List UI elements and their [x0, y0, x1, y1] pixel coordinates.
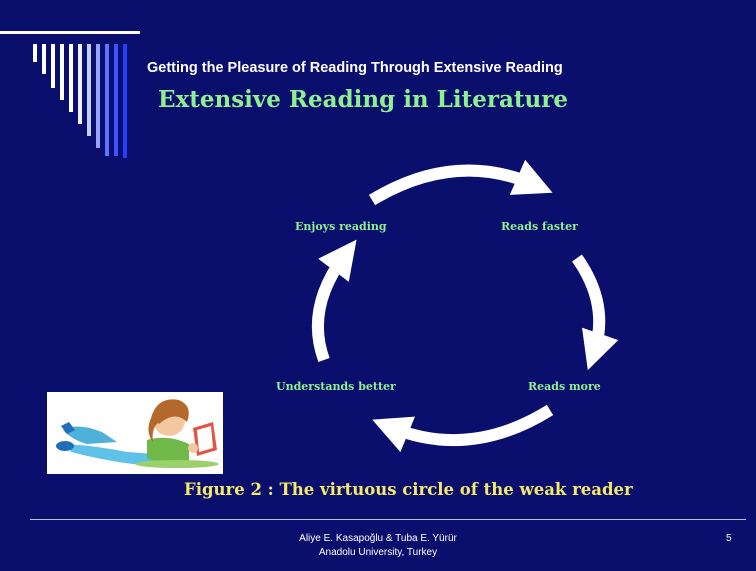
slide-title: Extensive Reading in Literature [158, 86, 568, 113]
arrow-faster-to-more [572, 254, 619, 371]
reading-girl-illustration [47, 392, 223, 474]
footer-divider [30, 519, 746, 520]
cycle-node-reads-more: Reads more [528, 380, 601, 393]
arrow-more-to-understands [372, 404, 554, 453]
footer-affiliation: Anadolu University, Turkey [318, 547, 438, 558]
arrow-enjoys-to-faster [368, 159, 553, 206]
slide-subtitle: Getting the Pleasure of Reading Through … [147, 60, 563, 76]
arrow-understands-to-enjoys [311, 239, 357, 363]
cycle-node-reads-faster: Reads faster [501, 220, 578, 233]
cycle-node-enjoys-reading: Enjoys reading [295, 220, 387, 233]
page-number: 5 [726, 533, 732, 544]
decorative-stripes [0, 31, 140, 158]
cycle-node-understands-better: Understands better [276, 380, 396, 393]
footer-author: Aliye E. Kasapoğlu & Tuba E. Yürür [299, 533, 457, 544]
figure-caption: Figure 2 : The virtuous circle of the we… [184, 480, 633, 499]
